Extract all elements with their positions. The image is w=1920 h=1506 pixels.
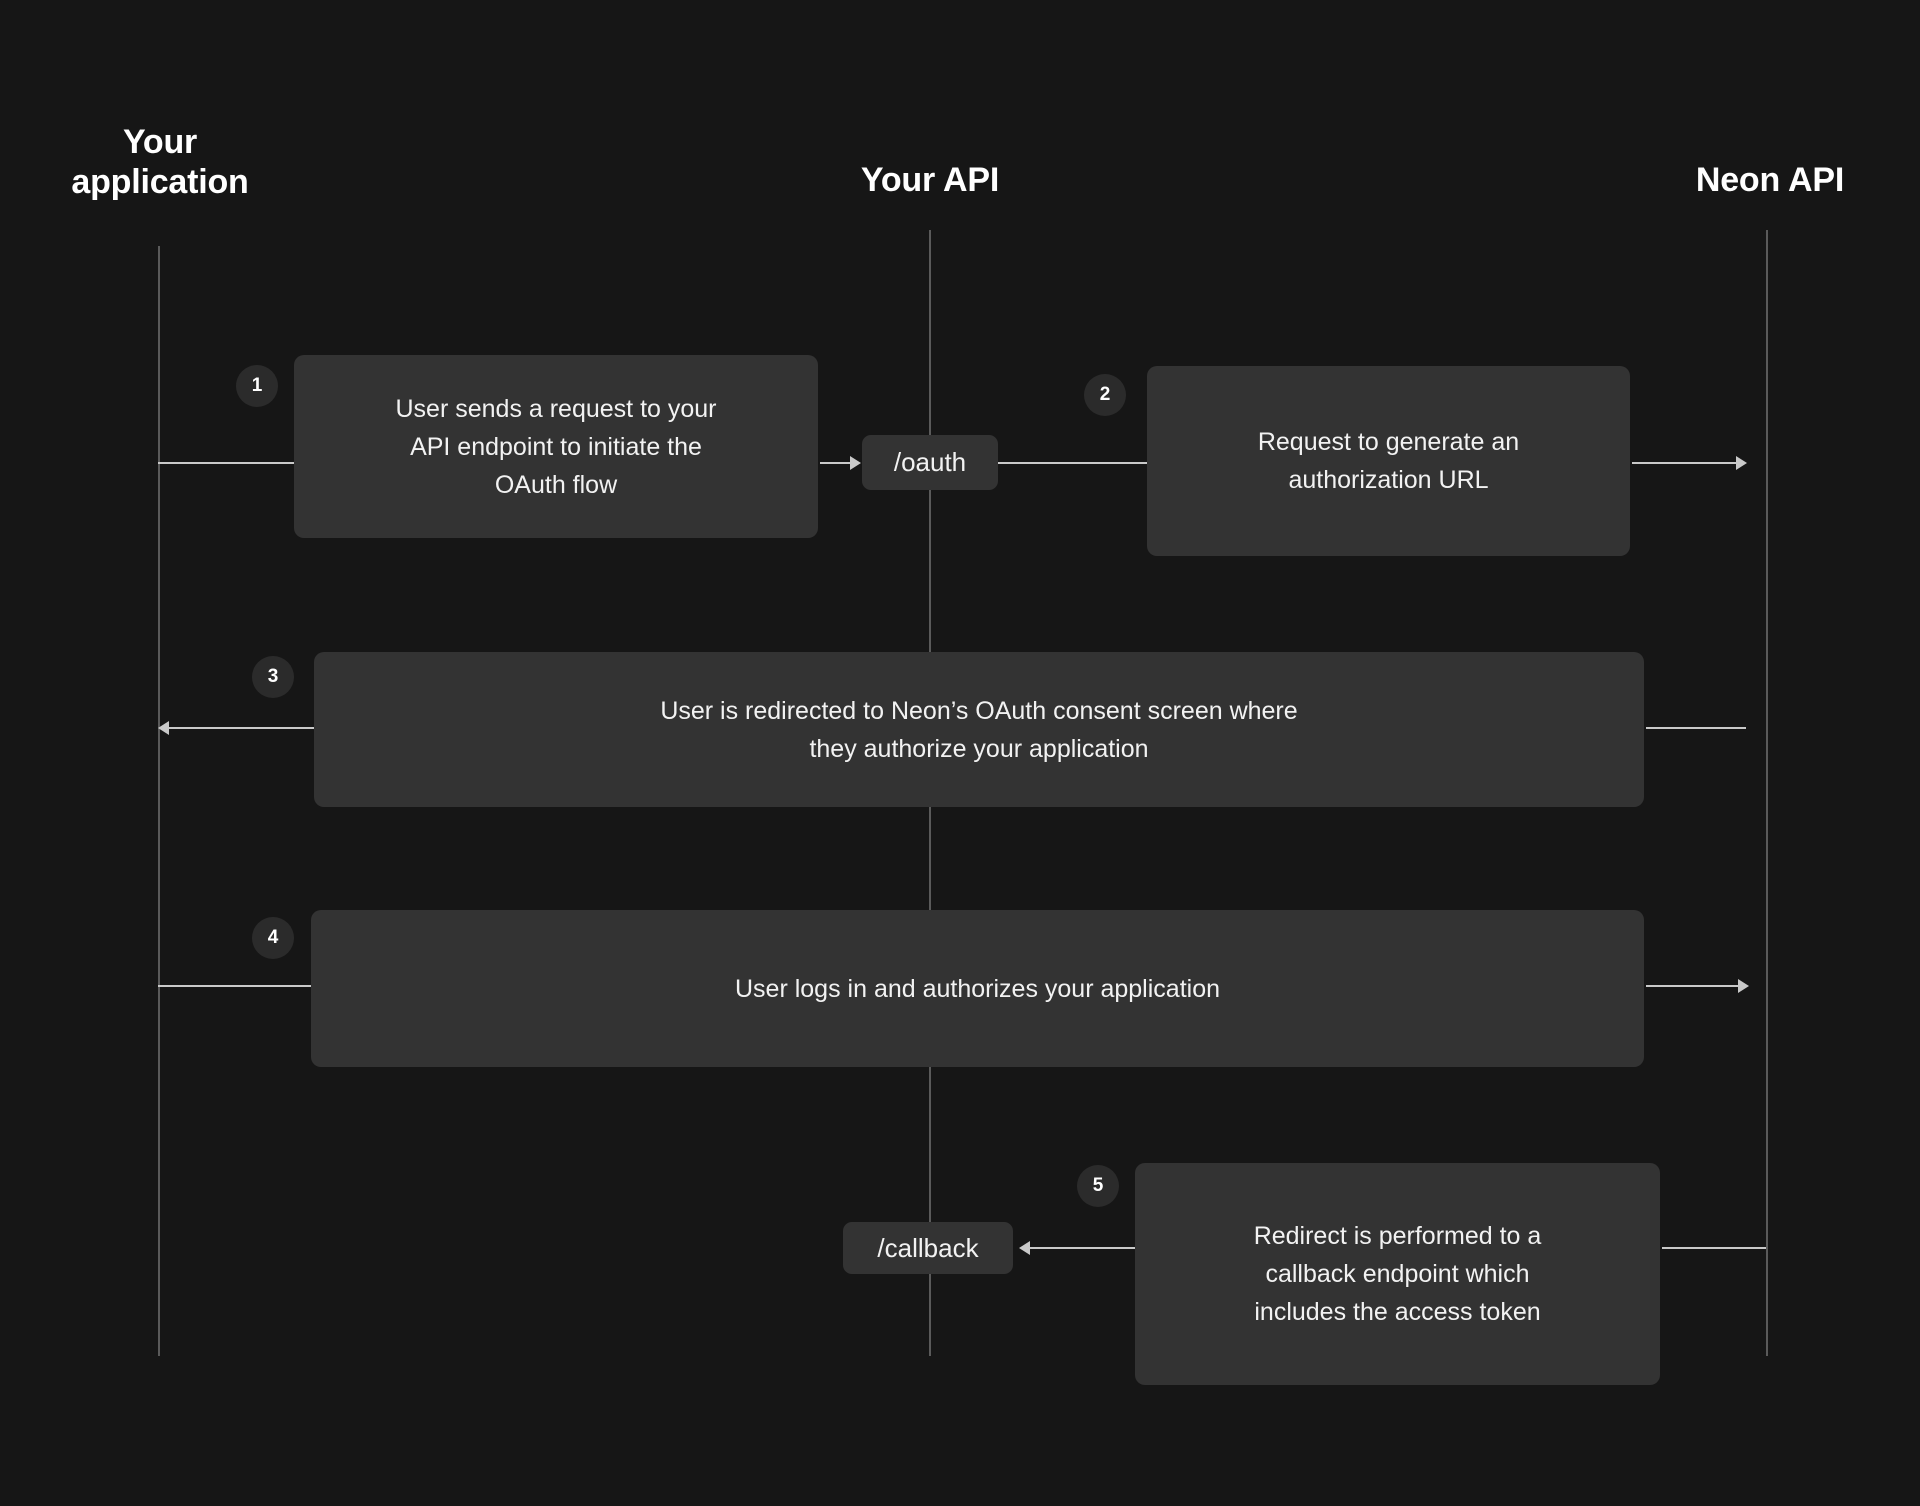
step-box-3-text: User is redirected to Neon’s OAuth conse…: [660, 696, 1298, 763]
endpoint-pill-oauth[interactable]: /oauth: [862, 435, 998, 490]
lifeline-your-application: [158, 246, 160, 1356]
connector-step-1-after-oauth: [998, 462, 1150, 464]
endpoint-pill-callback[interactable]: /callback: [843, 1222, 1013, 1274]
column-header-your-application: Your application: [71, 123, 249, 202]
step-box-4: User logs in and authorizes your applica…: [311, 910, 1644, 1067]
endpoint-pill-oauth-label: /oauth: [893, 447, 967, 477]
arrowhead-step-1-right: [850, 456, 861, 470]
step-box-1: User sends a request to your API endpoin…: [294, 355, 818, 538]
step-badge-1: 1: [236, 365, 278, 407]
endpoint-pill-callback-label: /callback: [877, 1232, 979, 1263]
arrowhead-step-4-right: [1738, 979, 1749, 993]
connector-step-1-mid: [820, 462, 850, 464]
step-box-4-text: User logs in and authorizes your applica…: [735, 974, 1220, 1003]
step-badge-3: 3: [252, 656, 294, 698]
step-badge-4: 4: [252, 917, 294, 959]
step-box-1-text: User sends a request to your API endpoin…: [395, 394, 717, 499]
column-header-your-api: Your API: [860, 161, 1000, 199]
step-box-3: User is redirected to Neon’s OAuth conse…: [314, 652, 1644, 807]
connector-step-3-left: [169, 727, 317, 729]
step-box-5-text: Redirect is performed to a callback endp…: [1253, 1222, 1542, 1326]
arrowhead-step-5-left: [1019, 1241, 1030, 1255]
step-badge-2: 2: [1084, 374, 1126, 416]
connector-step-2-right: [1632, 462, 1736, 464]
connector-step-4-right: [1646, 985, 1738, 987]
column-header-neon-api: Neon API: [1695, 161, 1845, 199]
connector-step-1-left: [158, 462, 298, 464]
step-box-5: Redirect is performed to a callback endp…: [1135, 1163, 1660, 1385]
connector-step-5-left: [1030, 1247, 1140, 1249]
lifeline-neon-api: [1766, 230, 1768, 1356]
connector-step-5-right: [1662, 1247, 1766, 1249]
connector-step-3-right: [1646, 727, 1746, 729]
arrowhead-step-3-left: [158, 721, 169, 735]
connector-step-4-left: [158, 985, 314, 987]
arrowhead-step-2-right: [1736, 456, 1747, 470]
step-box-2-text: Request to generate an authorization URL: [1257, 428, 1520, 494]
step-badge-5: 5: [1077, 1165, 1119, 1207]
step-box-2: Request to generate an authorization URL: [1147, 366, 1630, 556]
